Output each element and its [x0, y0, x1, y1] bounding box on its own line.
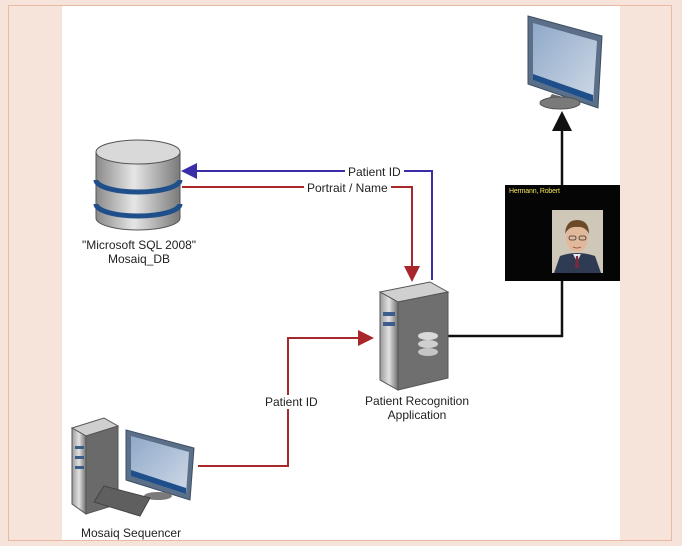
- server-icon: [378, 281, 450, 391]
- patient-id-left-label: Patient ID: [262, 395, 321, 409]
- page-frame: [8, 5, 672, 541]
- server-to-display-line: [448, 280, 564, 338]
- portrait-name-arrow-to-server: [182, 186, 420, 282]
- database-label: "Microsoft SQL 2008" Mosaiq_DB: [70, 238, 208, 266]
- database-label-line1: "Microsoft SQL 2008": [81, 238, 197, 252]
- monitor-icon: [527, 15, 603, 110]
- database-label-line2: Mosaiq_DB: [107, 252, 171, 266]
- portrait-name-label: Portrait / Name: [304, 181, 391, 195]
- database-icon: [93, 139, 183, 231]
- patient-photo-panel: Hermann, Robert: [505, 185, 620, 281]
- sequencer-label: Mosaiq Sequencer: [81, 526, 182, 540]
- patient-portrait-image: [552, 210, 603, 273]
- patient-id-arrow-to-db: [181, 163, 433, 280]
- server-label-line1: Patient Recognition: [364, 394, 470, 408]
- server-label: Patient Recognition Application: [350, 394, 484, 422]
- patient-name-text: Hermann, Robert: [509, 188, 560, 195]
- server-label-line2: Application: [387, 408, 447, 422]
- workstation-icon: [70, 417, 195, 517]
- patient-id-top-label: Patient ID: [345, 165, 404, 179]
